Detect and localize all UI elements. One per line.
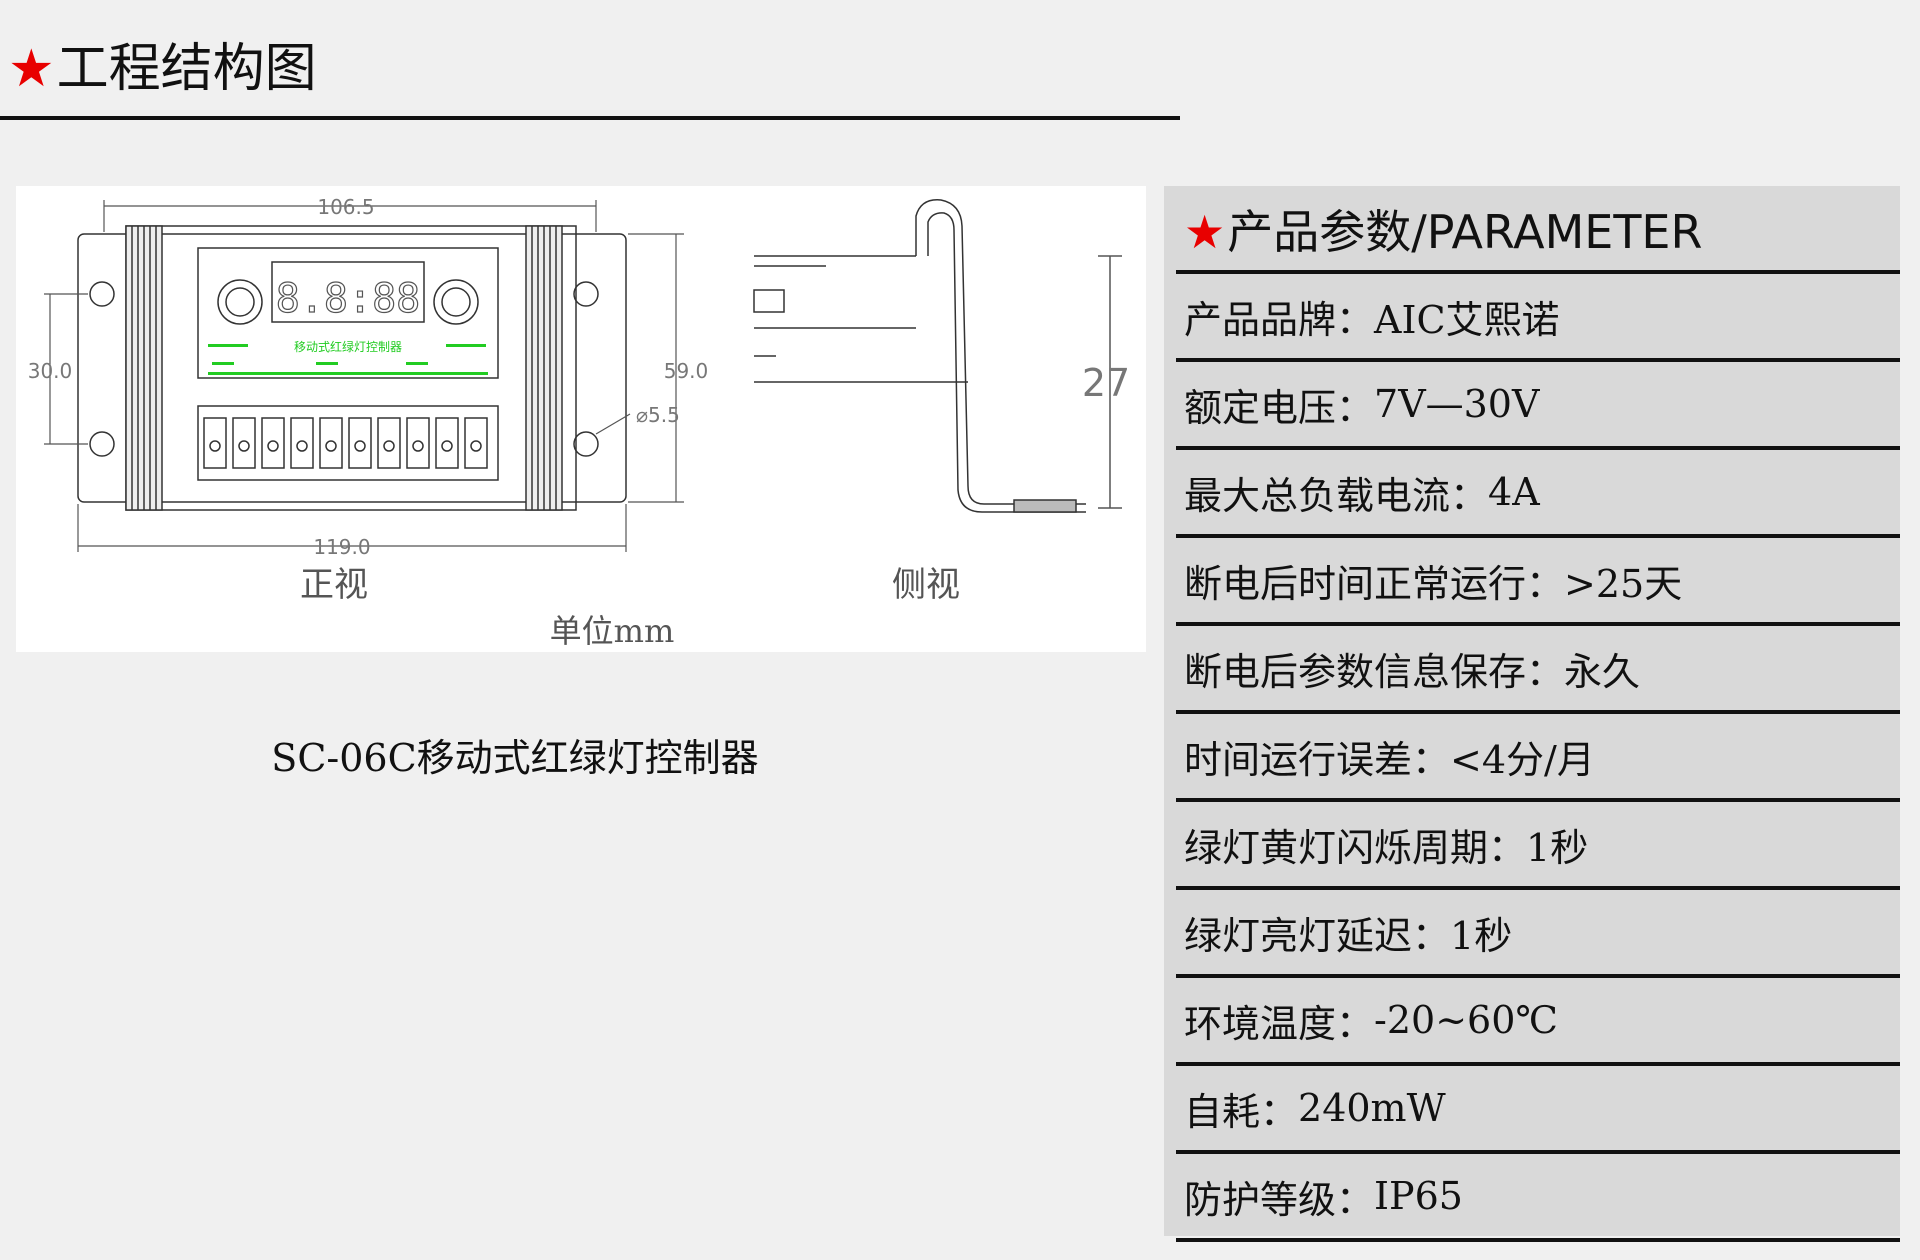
parameter-panel: ★产品参数/PARAMETER 产品品牌：AIC艾熙诺 额定电压：7V—30V … xyxy=(1164,186,1900,1242)
parameter-value: 7V—30V xyxy=(1374,382,1540,426)
parameter-title: ★产品参数/PARAMETER xyxy=(1184,186,1702,270)
knob-right xyxy=(433,279,479,325)
page-title: ★工程结构图 xyxy=(8,34,317,104)
mount-hole xyxy=(573,281,599,307)
mount-hole xyxy=(573,431,599,457)
parameter-key: 产品品牌： xyxy=(1184,297,1375,342)
parameter-value: 1秒 xyxy=(1526,825,1589,870)
engineering-drawing: 8.8:88 移动式红绿灯控制器 106.5 119.0 30.0 59.0 ⌀… xyxy=(16,186,1146,652)
page-title-text: 工程结构图 xyxy=(56,39,317,99)
title-divider xyxy=(0,116,1180,120)
parameter-key: 额定电压： xyxy=(1184,385,1375,430)
star-icon: ★ xyxy=(8,39,55,99)
parameter-value: 4A xyxy=(1488,470,1540,514)
parameter-row: 环境温度：-20~60℃ xyxy=(1176,974,1900,1062)
parameter-key: 断电后参数信息保存： xyxy=(1184,649,1565,694)
dim-hole-diameter: ⌀5.5 xyxy=(636,403,680,427)
parameter-key: 绿灯亮灯延迟： xyxy=(1184,913,1451,958)
terminal-block xyxy=(197,405,499,481)
left-flange xyxy=(125,225,163,511)
dim-side-height: 27 xyxy=(1082,361,1130,405)
side-height-dim-line xyxy=(1098,255,1122,509)
mount-hole xyxy=(89,281,115,307)
parameter-key: 最大总负载电流： xyxy=(1184,473,1489,518)
parameter-row: 自耗：240mW xyxy=(1176,1062,1900,1150)
star-icon: ★ xyxy=(1184,205,1226,259)
dimension-lines xyxy=(44,200,684,552)
parameter-value: 1秒 xyxy=(1450,913,1513,958)
parameter-list: 产品品牌：AIC艾熙诺 额定电压：7V—30V 最大总负载电流：4A 断电后时间… xyxy=(1176,270,1900,1242)
led-digits: 8.8:88 xyxy=(276,276,421,322)
dim-hole-span: 30.0 xyxy=(28,359,73,383)
parameter-title-text: 产品参数/PARAMETER xyxy=(1227,205,1703,259)
parameter-key: 环境温度： xyxy=(1184,1001,1375,1046)
parameter-row: 绿灯黄灯闪烁周期：1秒 xyxy=(1176,798,1900,886)
front-view-label: 正视 xyxy=(300,565,368,605)
terminal-screws xyxy=(203,417,488,469)
led-display xyxy=(271,261,425,323)
product-caption: SC-06C移动式红绿灯控制器 xyxy=(271,736,759,780)
drawing-svg: 8.8:88 移动式红绿灯控制器 106.5 119.0 30.0 59.0 ⌀… xyxy=(28,195,1130,650)
parameter-value: AIC艾熙诺 xyxy=(1374,297,1560,342)
panel-title: 移动式红绿灯控制器 xyxy=(294,339,402,354)
knob-left xyxy=(217,279,263,325)
parameter-key: 断电后时间正常运行： xyxy=(1184,561,1565,606)
parameter-key: 自耗： xyxy=(1184,1089,1299,1134)
display-panel xyxy=(197,247,499,379)
unit-label: 单位mm xyxy=(550,612,675,650)
parameter-value: <4分/月 xyxy=(1450,737,1595,782)
parameter-row: 额定电压：7V—30V xyxy=(1176,358,1900,446)
mount-hole xyxy=(89,431,115,457)
dim-height: 59.0 xyxy=(664,359,709,383)
parameter-key: 绿灯黄灯闪烁周期： xyxy=(1184,825,1527,870)
parameter-row: 绿灯亮灯延迟：1秒 xyxy=(1176,886,1900,974)
parameter-value: -20~60℃ xyxy=(1374,998,1558,1042)
parameter-row: 产品品牌：AIC艾熙诺 xyxy=(1176,270,1900,358)
parameter-row: 断电后时间正常运行：>25天 xyxy=(1176,534,1900,622)
mounting-plate xyxy=(77,233,627,503)
side-view-label: 侧视 xyxy=(892,565,960,605)
parameter-value: 永久 xyxy=(1564,649,1641,694)
parameter-key: 时间运行误差： xyxy=(1184,737,1451,782)
dim-width: 106.5 xyxy=(317,195,374,219)
side-view xyxy=(753,199,1086,513)
right-flange xyxy=(525,225,563,511)
parameter-row: 防护等级：IP65 xyxy=(1176,1150,1900,1242)
front-view xyxy=(77,225,627,511)
panel-legend-marks xyxy=(208,344,488,375)
parameter-value: 240mW xyxy=(1298,1086,1446,1130)
parameter-value: IP65 xyxy=(1374,1174,1463,1218)
parameter-row: 时间运行误差：<4分/月 xyxy=(1176,710,1900,798)
parameter-row: 最大总负载电流：4A xyxy=(1176,446,1900,534)
dim-total-width: 119.0 xyxy=(313,535,370,559)
parameter-row: 断电后参数信息保存：永久 xyxy=(1176,622,1900,710)
parameter-value: >25天 xyxy=(1564,561,1683,606)
parameter-key: 防护等级： xyxy=(1184,1177,1375,1222)
